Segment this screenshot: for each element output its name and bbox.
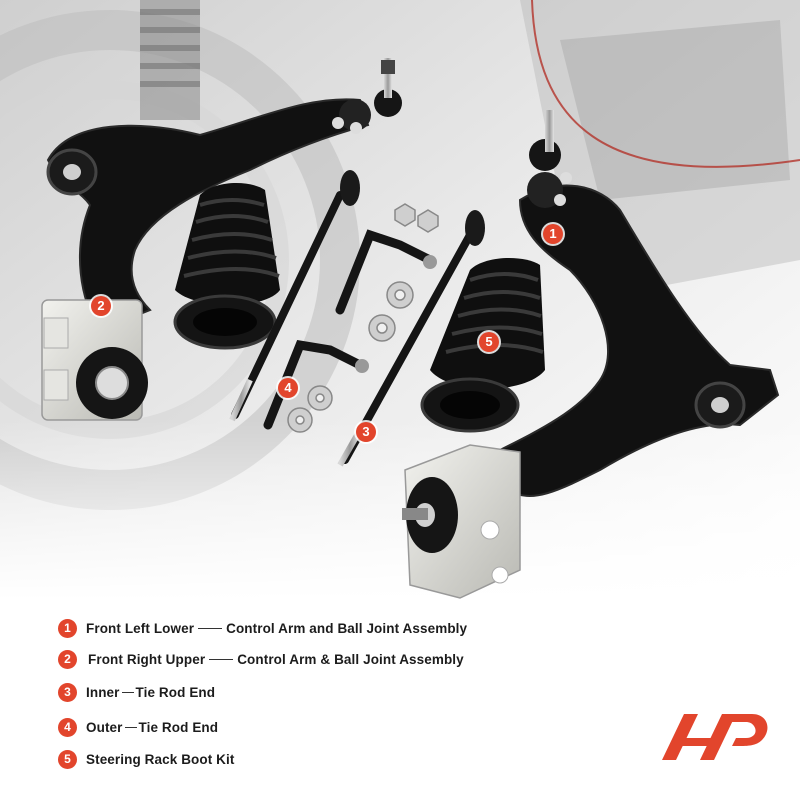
legend-item: 5 Steering Rack Boot Kit — [58, 748, 234, 770]
legend-part: Steering Rack Boot Kit — [86, 751, 235, 767]
legend-number: 4 — [58, 717, 77, 737]
legend-part: Front Left Lower — [86, 620, 195, 636]
hardware — [287, 203, 439, 433]
legend-part: Front Right Upper — [88, 651, 206, 667]
legend-desc: Tie Rod End — [138, 719, 219, 735]
legend-dash — [121, 691, 134, 693]
callout-2: 2 — [91, 296, 111, 316]
left-control-arm — [41, 58, 402, 421]
callout-4: 4 — [278, 378, 298, 398]
legend-item: 1 Front Left Lower Control Arm and Ball … — [58, 617, 467, 639]
legend-number: 5 — [58, 749, 77, 769]
callout-3: 3 — [356, 422, 376, 442]
legend-dash — [198, 627, 223, 629]
legend-desc: Control Arm & Ball Joint Assembly — [237, 651, 464, 667]
legend-number: 1 — [58, 618, 77, 638]
legend-number: 2 — [58, 649, 77, 669]
suspension-parts-photo — [0, 0, 800, 600]
legend-part: Outer — [86, 719, 123, 735]
brand-logo-icon — [662, 714, 768, 760]
right-control-arm — [402, 110, 780, 599]
legend-part: Inner — [86, 684, 120, 700]
legend-dash — [124, 726, 137, 728]
legend-item: 3 Inner Tie Rod End — [58, 681, 215, 703]
legend-item: 2 Front Right Upper Control Arm & Ball J… — [58, 648, 464, 670]
right-steering-boot — [420, 258, 545, 433]
left-steering-boot — [173, 183, 280, 350]
callout-1: 1 — [543, 224, 563, 244]
callout-5: 5 — [479, 332, 499, 352]
legend-desc: Control Arm and Ball Joint Assembly — [226, 620, 468, 636]
legend-desc: Tie Rod End — [135, 684, 216, 700]
legend-number: 3 — [58, 682, 77, 702]
legend-item: 4 Outer Tie Rod End — [58, 716, 218, 738]
legend-dash — [209, 658, 234, 660]
